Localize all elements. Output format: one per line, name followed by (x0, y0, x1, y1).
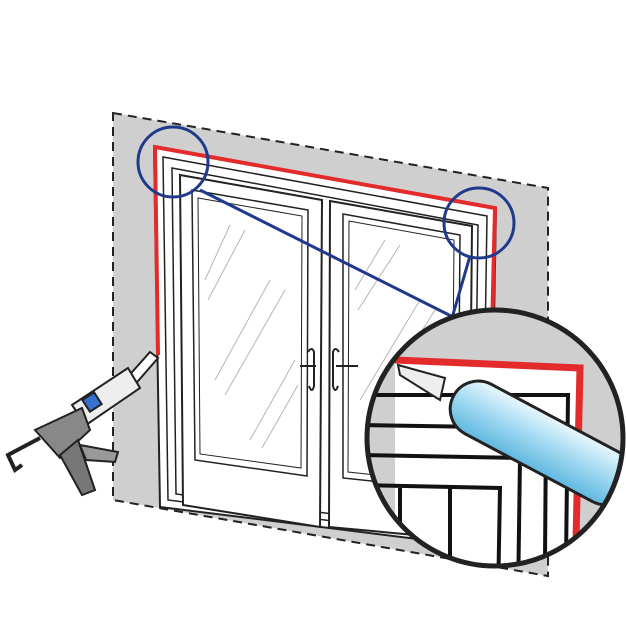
callout-markers (136, 125, 516, 320)
sealant-bead (152, 144, 498, 356)
left-door-handle (300, 348, 316, 391)
left-door (178, 173, 324, 529)
right-door-handle (332, 348, 358, 391)
caulk-gun-icon (5, 350, 160, 497)
magnifier-callout-icon (364, 307, 626, 569)
